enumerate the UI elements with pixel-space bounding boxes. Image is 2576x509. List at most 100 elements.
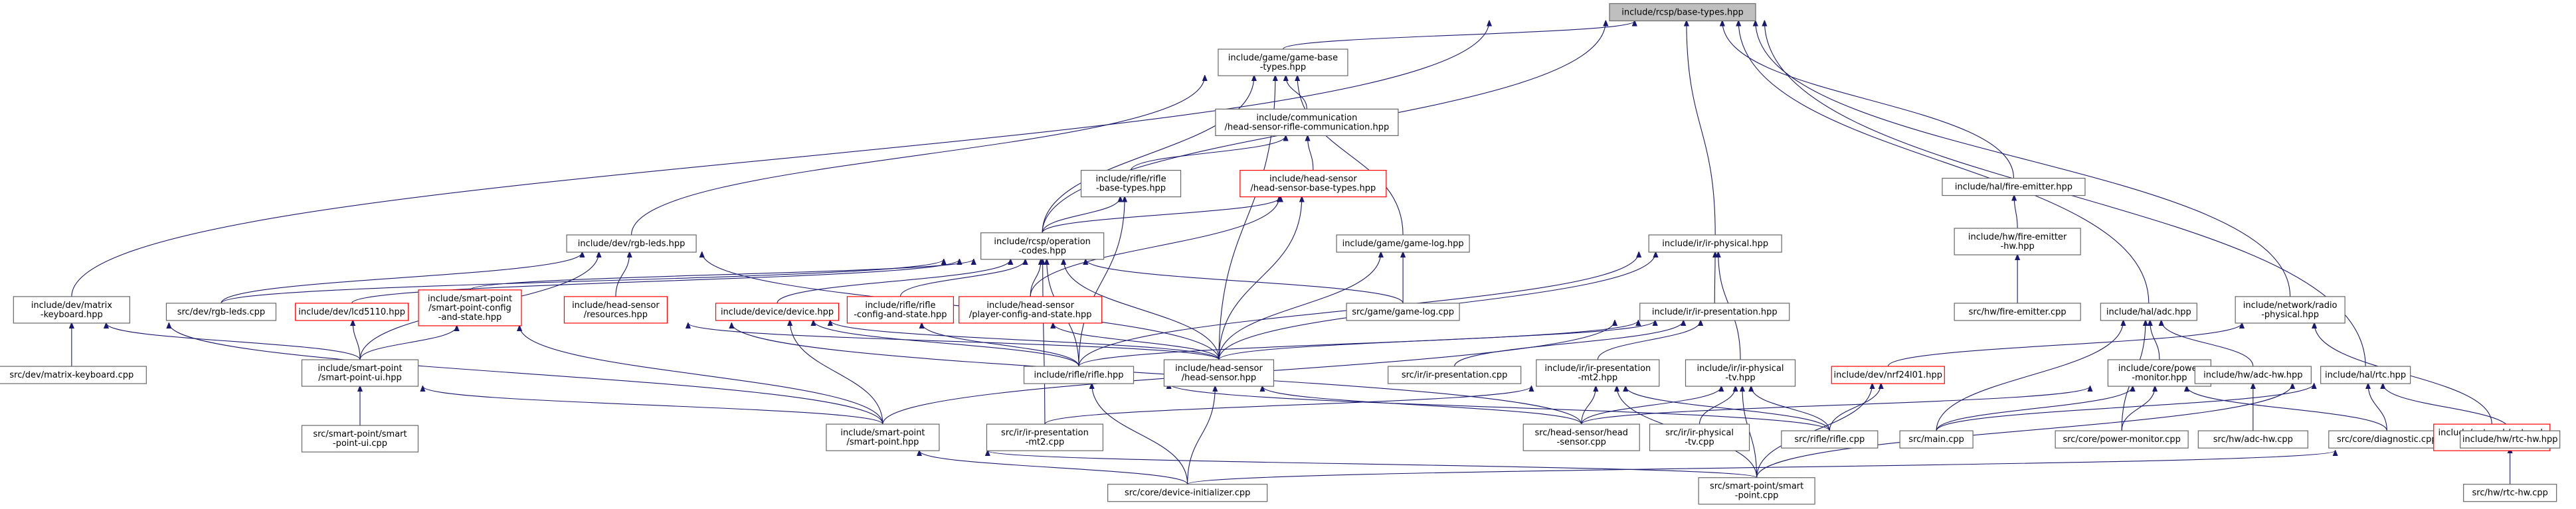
node-rifle-rifle[interactable]: include/rifle/rifle.hpp bbox=[1023, 366, 1135, 384]
node-label: include/smart-point bbox=[428, 294, 512, 304]
node-label: -and-state.hpp bbox=[438, 313, 502, 323]
node-head-sensor-head-sensor[interactable]: include/head-sensor/head-sensor.hpp bbox=[1163, 359, 1275, 387]
node-box bbox=[563, 296, 668, 324]
node-src-game-log[interactable]: src/game/game-log.cpp bbox=[1346, 303, 1460, 321]
edge-rcsp-operation-codes-to-head-sensor-base-types bbox=[1042, 197, 1281, 234]
node-smart-point-config[interactable]: include/smart-point/smart-point-config-a… bbox=[418, 289, 522, 327]
node-device-device[interactable]: include/device/device.hpp bbox=[715, 303, 840, 321]
node-dev-lcd5110[interactable]: include/dev/lcd5110.hpp bbox=[295, 303, 409, 321]
node-label: /head-sensor.hpp bbox=[1182, 373, 1256, 383]
edge-rifle-base-types-to-comm-head-sensor-rifle bbox=[1130, 135, 1286, 171]
edge-src-main-to-core-power-monitor bbox=[1936, 386, 2132, 431]
node-box bbox=[846, 296, 955, 324]
node-box bbox=[0, 366, 147, 384]
edge-src-head-sensor-to-ir-physical-tv bbox=[1581, 386, 1722, 425]
node-game-base-types[interactable]: include/game/game-base-types.hpp bbox=[1218, 48, 1348, 76]
edge-rifle-rifle-to-rifle-base-types bbox=[1078, 197, 1125, 367]
node-hal-rtc[interactable]: include/hal/rtc.hpp bbox=[2320, 366, 2411, 384]
node-box bbox=[1781, 430, 1879, 449]
node-head-sensor-player-config[interactable]: include/head-sensor/player-config-and-st… bbox=[959, 296, 1103, 324]
edge-dev-nrf24l01-to-network-radio-physical bbox=[1887, 323, 2242, 367]
node-ir-ir-presentation[interactable]: include/ir/ir-presentation.hpp bbox=[1639, 303, 1790, 321]
node-label: include/game/game-base bbox=[1228, 53, 1338, 63]
node-src-fire-emitter[interactable]: src/hw/fire-emitter.cpp bbox=[1954, 303, 2081, 321]
node-label: -hw.hpp bbox=[2001, 242, 2035, 252]
edge-src-power-monitor-to-core-power-monitor bbox=[2121, 386, 2155, 431]
edge-src-head-sensor-to-head-sensor-resources bbox=[731, 323, 1582, 425]
node-src-main[interactable]: src/main.cpp bbox=[1899, 430, 1974, 449]
edge-layer bbox=[72, 21, 2510, 485]
node-label: src/hw/adc-hw.cpp bbox=[2213, 435, 2293, 445]
node-hal-fire-emitter[interactable]: include/hal/fire-emitter.hpp bbox=[1942, 177, 2086, 196]
edge-smart-point-smart-point-to-smart-point-config bbox=[519, 326, 883, 425]
node-src-rtc-hw[interactable]: src/hw/rtc-hw.cpp bbox=[2463, 484, 2557, 502]
node-src-diagnostic[interactable]: src/core/diagnostic.cpp bbox=[2328, 430, 2446, 449]
edge-src-device-initializer-to-head-sensor-head-sensor bbox=[1187, 386, 1216, 484]
node-box bbox=[1080, 170, 1182, 198]
edge-ir-presentation-mt2-to-ir-ir-presentation bbox=[1597, 321, 1701, 360]
node-label: include/ir/ir-presentation bbox=[1544, 364, 1651, 374]
node-src-adc-hw[interactable]: src/hw/adc-hw.cpp bbox=[2197, 430, 2308, 449]
node-label: src/rifle/rifle.cpp bbox=[1794, 435, 1865, 445]
node-label: include/communication bbox=[1256, 113, 1357, 123]
node-src-matrix-keyboard[interactable]: src/dev/matrix-keyboard.cpp bbox=[0, 366, 147, 384]
node-src-head-sensor[interactable]: src/head-sensor/head-sensor.cpp bbox=[1522, 423, 1640, 451]
edge-rifle-rifle-to-device-device bbox=[814, 321, 1079, 367]
node-rifle-config-and-state[interactable]: include/rifle/rifle-config-and-state.hpp bbox=[846, 296, 955, 324]
node-hw-adc-hw[interactable]: include/hw/adc-hw.hpp bbox=[2194, 366, 2312, 384]
node-src-power-monitor[interactable]: src/core/power-monitor.cpp bbox=[2055, 430, 2189, 449]
node-box bbox=[301, 425, 419, 453]
edge-head-sensor-head-sensor-to-rcsp-operation-codes bbox=[1063, 259, 1220, 360]
node-src-smart-point[interactable]: src/smart-point/smart-point.cpp bbox=[1698, 477, 1815, 505]
edge-head-sensor-head-sensor-to-head-sensor-player-config bbox=[1053, 323, 1220, 360]
node-src-ir-presentation[interactable]: src/ir/ir-presentation.cpp bbox=[1388, 366, 1522, 384]
edge-src-ir-presentation-mt2-to-ir-presentation-mt2 bbox=[1044, 386, 1531, 425]
node-label: include/dev/matrix bbox=[31, 301, 112, 311]
node-ir-ir-physical[interactable]: include/ir/ir-physical.hpp bbox=[1648, 234, 1782, 253]
node-hal-adc[interactable]: include/hal/adc.hpp bbox=[2100, 303, 2197, 321]
edge-rcsp-operation-codes-to-rifle-base-types bbox=[1042, 197, 1120, 233]
node-dev-rgb-leds[interactable]: include/dev/rgb-leds.hpp bbox=[566, 234, 697, 253]
node-src-ir-physical-tv[interactable]: src/ir/ir-physical-tv.cpp bbox=[1649, 423, 1750, 451]
node-comm-head-sensor-rifle[interactable]: include/communication/head-sensor-rifle-… bbox=[1215, 108, 1399, 136]
node-box bbox=[1609, 3, 1756, 22]
node-label: -point.cpp bbox=[1735, 491, 1779, 501]
node-rifle-base-types[interactable]: include/rifle/rifle-base-types.hpp bbox=[1080, 170, 1182, 198]
node-box bbox=[1649, 423, 1750, 451]
node-src-smart-point-ui[interactable]: src/smart-point/smart-point-ui.cpp bbox=[301, 425, 419, 453]
node-src-device-initializer[interactable]: src/core/device-initializer.cpp bbox=[1107, 484, 1268, 502]
node-network-radio-physical[interactable]: include/network/radio-physical.hpp bbox=[2235, 296, 2346, 324]
node-head-sensor-resources[interactable]: include/head-sensor/resources.hpp bbox=[563, 296, 668, 324]
node-game-game-log[interactable]: include/game/game-log.hpp bbox=[1336, 234, 1470, 253]
node-box bbox=[2463, 484, 2557, 502]
node-core-power-monitor[interactable]: include/core/power-monitor.hpp bbox=[2107, 359, 2211, 387]
node-rcsp-base-types[interactable]: include/rcsp/base-types.hpp bbox=[1609, 3, 1756, 22]
node-src-ir-presentation-mt2[interactable]: src/ir/ir-presentation-mt2.cpp bbox=[986, 423, 1104, 451]
node-label: include/smart-point bbox=[318, 364, 402, 374]
node-rcsp-operation-codes[interactable]: include/rcsp/operation-codes.hpp bbox=[980, 232, 1105, 260]
node-label: src/main.cpp bbox=[1908, 435, 1964, 445]
node-src-rgb-leds[interactable]: src/dev/rgb-leds.cpp bbox=[165, 303, 277, 321]
edge-head-sensor-player-config-to-head-sensor-base-types bbox=[1030, 197, 1279, 297]
node-ir-physical-tv[interactable]: include/ir/ir-physical-tv.hpp bbox=[1685, 359, 1796, 387]
node-label: src/ir/ir-physical bbox=[1665, 428, 1734, 438]
node-box bbox=[301, 359, 419, 387]
edge-src-game-log-to-rcsp-operation-codes bbox=[1085, 259, 1404, 304]
node-ir-presentation-mt2[interactable]: include/ir/ir-presentation-mt2.hpp bbox=[1536, 359, 1660, 387]
node-hw-fire-emitter[interactable]: include/hw/fire-emitter-hw.hpp bbox=[1954, 228, 2081, 255]
edge-src-smart-point-to-hal-rtc bbox=[1756, 384, 2293, 478]
node-smart-point-smart-point[interactable]: include/smart-point/smart-point.hpp bbox=[826, 423, 940, 451]
node-dev-matrix-keyboard[interactable]: include/dev/matrix-keyboard.hpp bbox=[13, 296, 130, 324]
node-hw-rtc-hw[interactable]: include/hw/rtc-hw.hpp bbox=[2460, 430, 2561, 449]
node-dev-nrf24l01[interactable]: include/dev/nrf24l01.hpp bbox=[1831, 366, 1945, 384]
node-box bbox=[1023, 366, 1135, 384]
edge-src-rgb-leds-to-dev-rgb-leds bbox=[221, 252, 583, 304]
node-label: include/game/game-log.hpp bbox=[1342, 239, 1464, 249]
node-src-rifle[interactable]: src/rifle/rifle.cpp bbox=[1781, 430, 1879, 449]
node-smart-point-ui[interactable]: include/smart-point/smart-point-ui.hpp bbox=[301, 359, 419, 387]
edge-src-ir-physical-tv-to-ir-physical-tv bbox=[1699, 386, 1736, 425]
node-head-sensor-base-types[interactable]: include/head-sensor/head-sensor-base-typ… bbox=[1240, 170, 1387, 198]
edge-head-sensor-player-config-to-rcsp-operation-codes bbox=[1030, 259, 1041, 297]
node-label: src/dev/rgb-leds.cpp bbox=[177, 307, 265, 317]
edge-network-radio-physical-to-rcsp-base-types bbox=[1756, 21, 2291, 297]
